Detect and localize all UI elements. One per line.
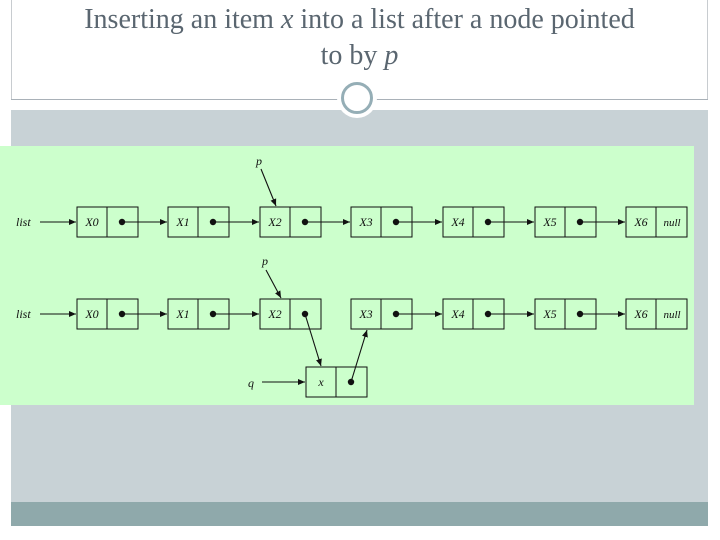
title-line1-suffix: into a list after a node pointed: [293, 4, 635, 35]
bottom-row-node-5-data: X5: [542, 307, 556, 321]
bottom-row-node-3-data: X3: [358, 307, 372, 321]
top-row-node-6-data: X6: [633, 215, 647, 229]
bottom-pointer-arrow: [265, 269, 282, 299]
top-row-head-label: list: [16, 215, 31, 229]
top-row-node-4-data: X4: [450, 215, 464, 229]
x2-to-new-node-arrow: [304, 313, 322, 367]
top-row-node-6-null: null: [663, 217, 680, 229]
top-pointer-label: p: [255, 154, 262, 168]
bottom-row-node-2-data: X2: [267, 307, 281, 321]
top-row-node-3-data: X3: [358, 215, 372, 229]
divider-ring-icon: [337, 78, 377, 118]
top-row-node-5-data: X5: [542, 215, 556, 229]
top-row-node-0-data: X0: [84, 215, 98, 229]
title-var-x: x: [280, 4, 294, 35]
footer-bar: [11, 502, 708, 526]
title-var-p: p: [384, 40, 399, 71]
top-row-node-2-data: X2: [267, 215, 281, 229]
bottom-row-node-6-null: null: [663, 309, 680, 321]
slide-title: Inserting an item x into a list after a …: [11, 2, 708, 74]
bottom-row-head-label: list: [16, 307, 31, 321]
bottom-pointer-label: p: [261, 254, 268, 268]
bottom-row-node-0-data: X0: [84, 307, 98, 321]
bottom-row-node-4-data: X4: [450, 307, 464, 321]
title-line2-prefix: to by: [320, 40, 385, 71]
new-node-to-x3-arrow: [350, 329, 368, 383]
title-frame: [11, 0, 708, 100]
bottom-row-node-6-data: X6: [633, 307, 647, 321]
q-pointer-label: q: [248, 376, 254, 390]
bottom-row-node-1-data: X1: [175, 307, 189, 321]
top-row-node-1-data: X1: [175, 215, 189, 229]
new-node-data: x: [317, 375, 324, 389]
top-pointer-arrow: [260, 168, 277, 207]
title-line1-prefix: Inserting an item: [84, 4, 281, 35]
